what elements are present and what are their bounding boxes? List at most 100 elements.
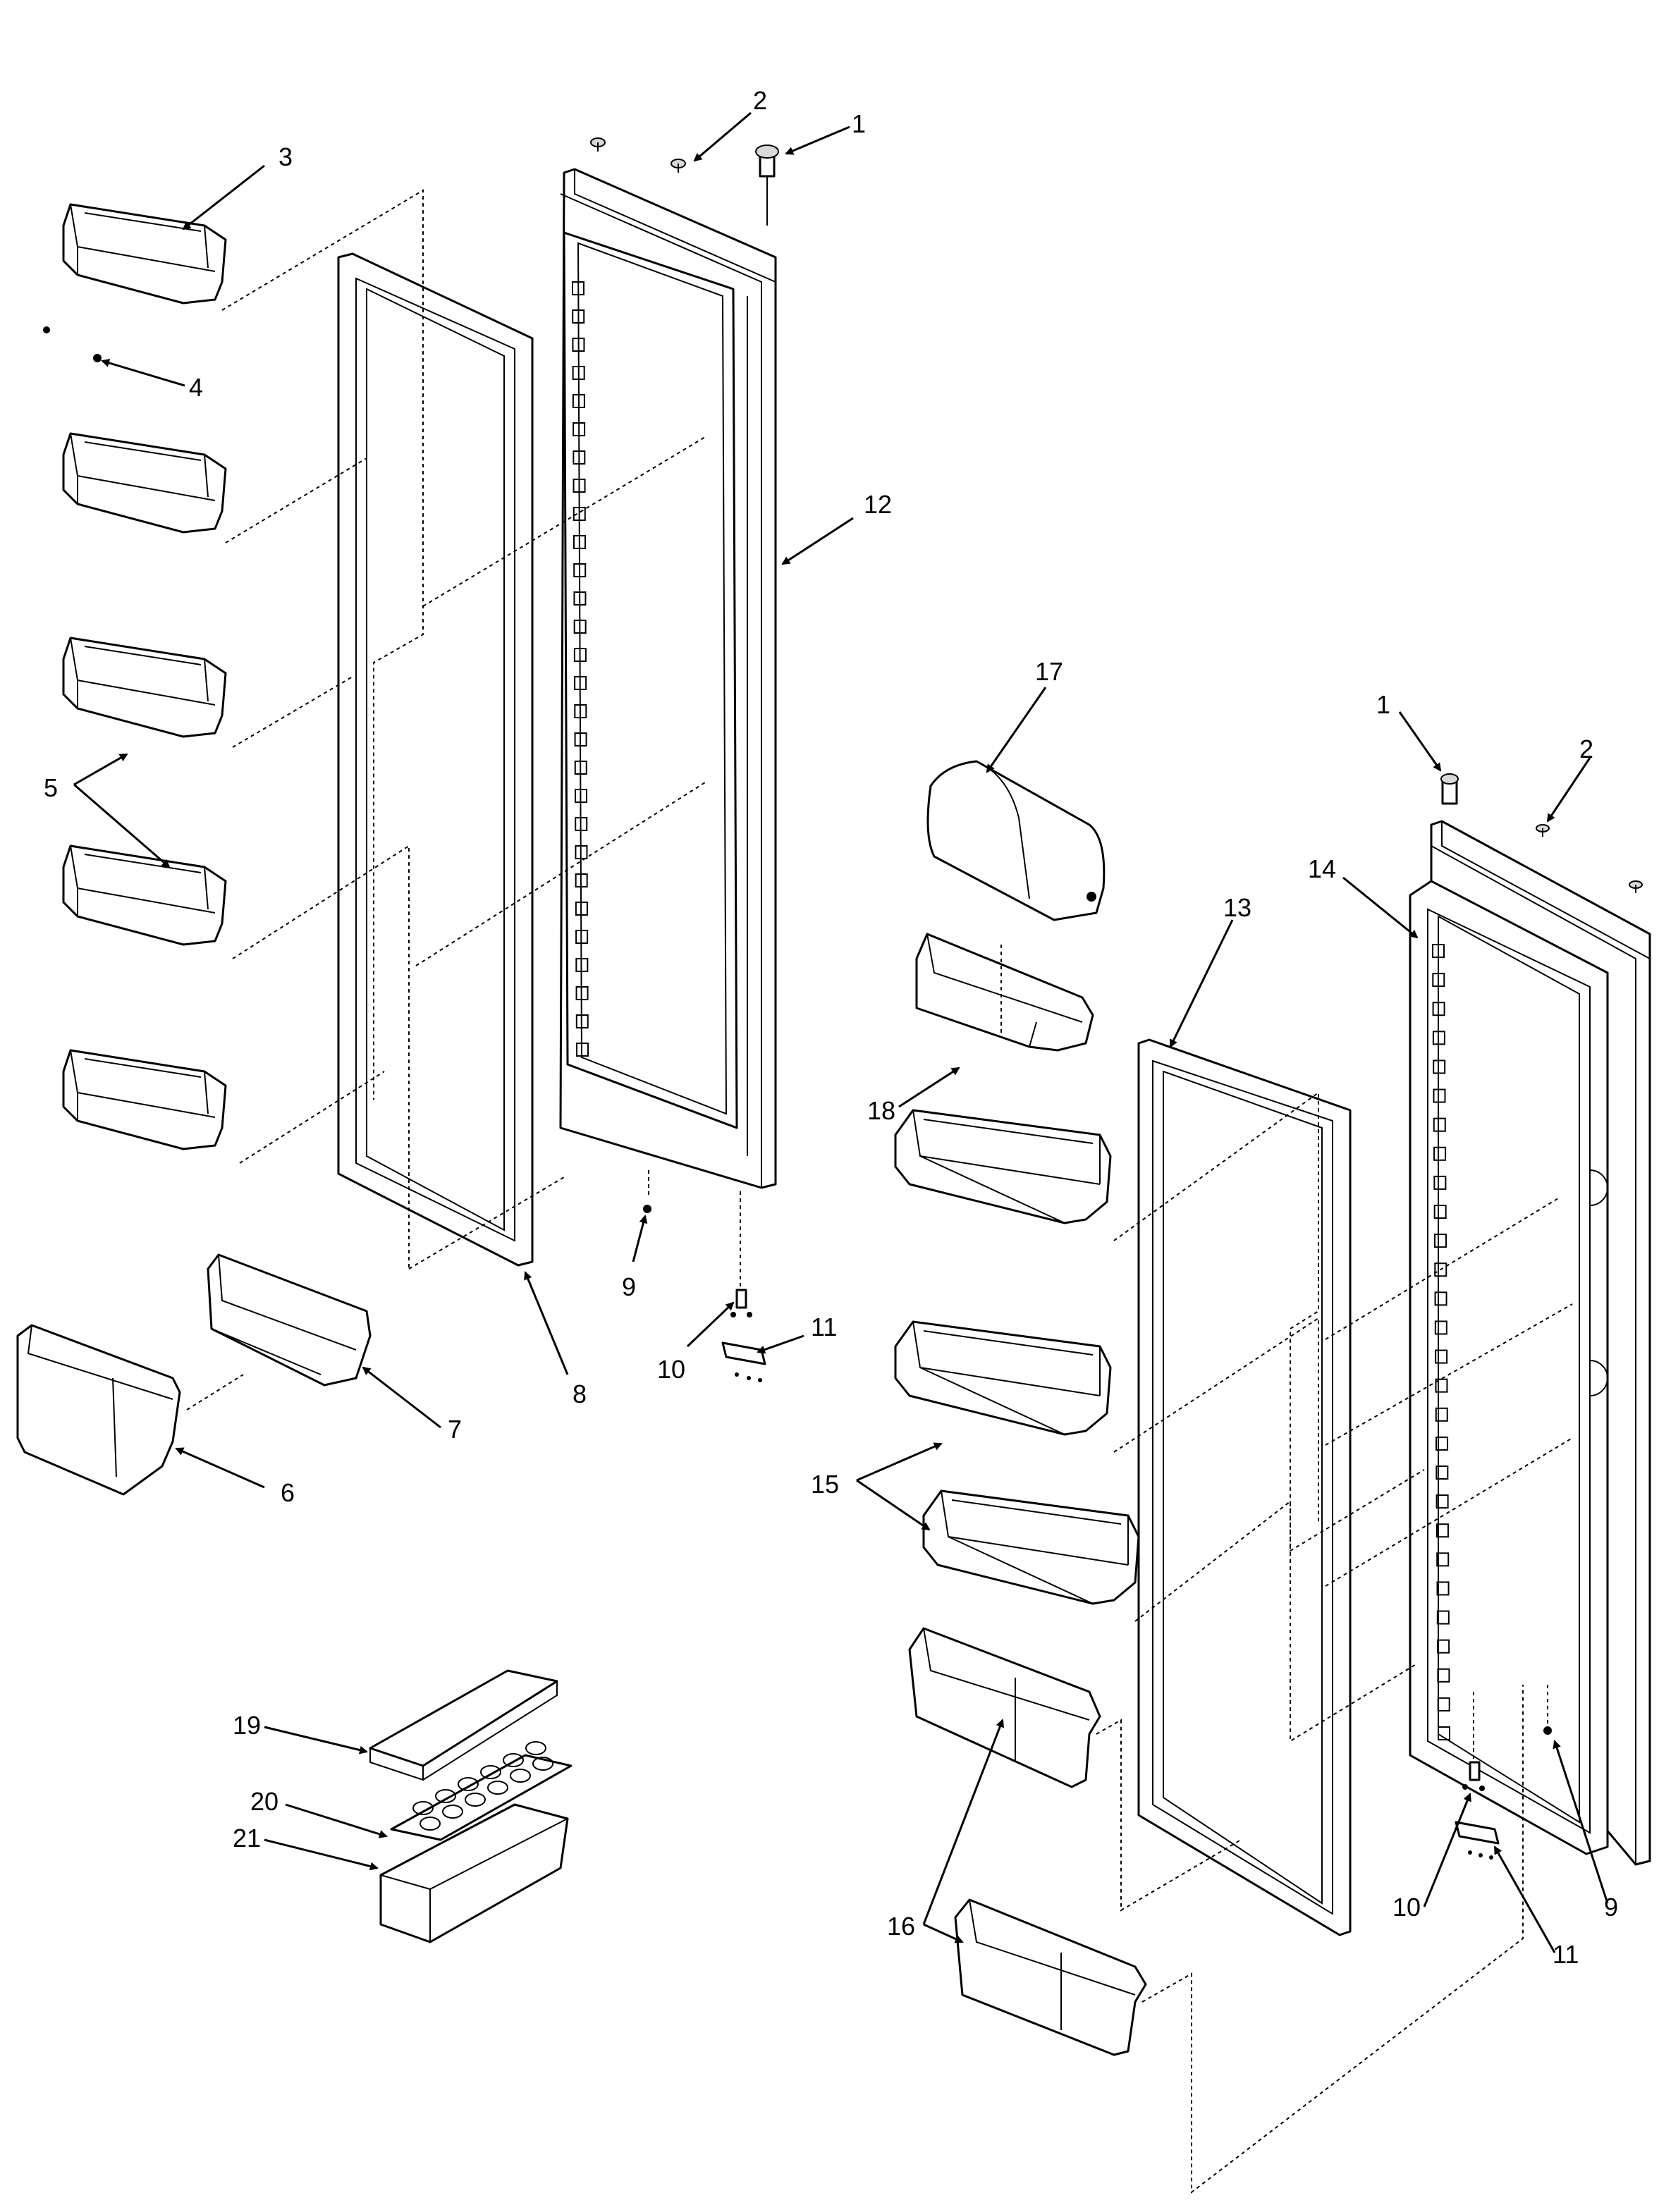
egg-tray-assembly — [369, 1669, 573, 1943]
door-rib — [1436, 1610, 1450, 1625]
door-rib — [572, 338, 585, 352]
callout-2-right: 2 — [1579, 735, 1593, 763]
door-rib — [575, 958, 589, 972]
callout-labels: 1 2 3 4 5 6 7 8 9 10 11 12 13 14 15 16 1… — [44, 86, 1618, 1969]
callout-15: 15 — [811, 1470, 839, 1499]
callout-11-right: 11 — [1553, 1940, 1579, 1969]
callout-11-left: 11 — [811, 1313, 837, 1341]
door-rib — [576, 1043, 589, 1057]
door-rib — [575, 986, 589, 1000]
door-rib — [573, 479, 586, 493]
door-rib — [575, 817, 588, 831]
door-rib — [1436, 1581, 1450, 1596]
callout-1-right: 1 — [1376, 690, 1390, 719]
door-rib — [573, 591, 587, 606]
door-rib — [1434, 1291, 1447, 1306]
callout-6: 6 — [281, 1478, 295, 1507]
door-rib — [574, 761, 587, 775]
callout-10-left: 10 — [657, 1355, 685, 1384]
callout-13: 13 — [1223, 893, 1251, 922]
door-rib — [572, 366, 585, 380]
left-bottom-hinge-hardware — [643, 1205, 766, 1382]
dairy-bin — [16, 1324, 181, 1496]
door-rib — [1435, 1436, 1449, 1451]
callout-9-right: 9 — [1604, 1893, 1618, 1922]
door-rib — [575, 902, 588, 916]
egg-cup — [532, 1757, 553, 1771]
door-rib — [1433, 1175, 1447, 1190]
callout-5: 5 — [44, 773, 58, 802]
right-bottom-hinge-hardware — [1455, 1726, 1552, 1860]
door-rib — [574, 732, 587, 746]
egg-cup — [465, 1793, 486, 1807]
door-rib — [1438, 1726, 1450, 1740]
door-module-cover — [926, 760, 1106, 921]
callout-14: 14 — [1308, 854, 1336, 883]
door-rib — [573, 507, 586, 521]
door-rib — [573, 563, 587, 577]
egg-cup — [420, 1817, 441, 1831]
door-rib — [1435, 1494, 1449, 1509]
door-rib — [573, 450, 586, 465]
egg-cup — [503, 1753, 524, 1767]
left-door-hinge-hardware — [590, 137, 779, 226]
door-rib — [1435, 1378, 1448, 1393]
bin-screws — [43, 326, 102, 362]
door-rib — [1433, 1205, 1447, 1219]
door-rib — [573, 648, 587, 662]
door-rib — [575, 1014, 589, 1028]
door-rib — [575, 873, 588, 887]
egg-cup — [442, 1805, 463, 1819]
left-alignment-lines — [186, 189, 741, 1411]
door-rib — [1433, 1088, 1446, 1103]
egg-cup — [525, 1741, 546, 1755]
egg-cup — [487, 1781, 508, 1795]
egg-cup — [412, 1801, 434, 1815]
door-rib — [1433, 1234, 1447, 1248]
door-rib — [1435, 1523, 1449, 1538]
door-rib — [573, 422, 586, 436]
door-rib — [1435, 1466, 1449, 1480]
right-door-assembly — [1409, 820, 1651, 1866]
door-rib — [1435, 1407, 1448, 1422]
callout-18: 18 — [867, 1096, 895, 1125]
door-rib — [1437, 1697, 1450, 1712]
callout-16: 16 — [887, 1912, 915, 1941]
callout-3: 3 — [278, 142, 293, 171]
door-rib — [1436, 1552, 1450, 1567]
right-door-hinge-hardware — [1440, 773, 1643, 893]
door-rib — [1435, 1349, 1448, 1364]
door-rib — [575, 845, 588, 859]
callout-2-top-left: 2 — [753, 86, 767, 115]
left-door-assembly — [559, 168, 777, 1189]
callout-1-top-left: 1 — [852, 109, 866, 138]
door-rib — [574, 676, 587, 690]
callout-10-right: 10 — [1392, 1893, 1421, 1922]
callout-12: 12 — [864, 490, 892, 519]
door-rib — [1433, 1117, 1446, 1132]
right-door-bins — [894, 1109, 1140, 1605]
callout-leaders — [73, 111, 1609, 1953]
callout-19: 19 — [233, 1711, 261, 1740]
door-rib — [1432, 944, 1445, 958]
door-rib — [1434, 1262, 1447, 1277]
right-alignment-lines — [1000, 945, 1573, 2194]
door-rib — [573, 535, 586, 549]
left-door-gasket — [337, 252, 534, 1267]
callout-21: 21 — [233, 1824, 261, 1852]
door-rib — [1432, 1002, 1445, 1016]
door-rib — [1434, 1320, 1447, 1335]
right-door-gasket — [1137, 1038, 1352, 1936]
door-rib — [1433, 1059, 1446, 1074]
callout-4: 4 — [189, 373, 203, 402]
door-rib — [573, 620, 587, 634]
door-rib — [572, 281, 584, 295]
door-rib — [574, 704, 587, 718]
callout-20: 20 — [250, 1787, 278, 1816]
egg-cup — [435, 1789, 456, 1803]
callout-9-left: 9 — [622, 1272, 636, 1301]
door-rib — [1432, 1031, 1445, 1045]
door-rib — [1432, 973, 1445, 988]
right-small-shelf — [915, 933, 1094, 1052]
